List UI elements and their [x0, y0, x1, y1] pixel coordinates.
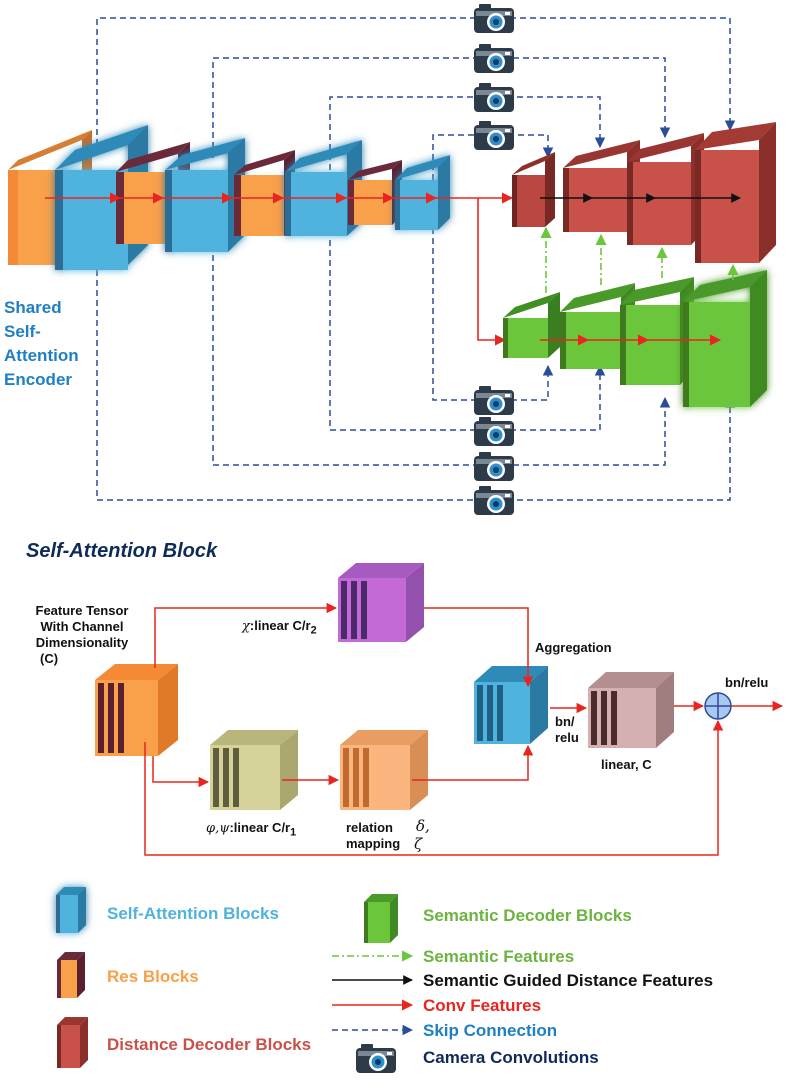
conv-feature-arrows-encoder	[45, 192, 514, 346]
camera-icon	[474, 4, 514, 33]
chi-linear-block	[338, 563, 424, 642]
distance-decoder-block	[512, 152, 555, 227]
self-attention-block	[395, 155, 450, 230]
input-tensor-block	[95, 664, 178, 756]
input-label-line: Feature Tensor	[35, 603, 129, 618]
input-label-line: Dimensionality	[35, 635, 129, 650]
bn-relu-out-label: bn/relu	[725, 675, 769, 690]
legend-skip-connection-label: Skip Connection	[423, 1021, 558, 1040]
relation-line: mapping	[346, 836, 401, 851]
skip-connections-bottom	[96, 228, 736, 501]
legend	[56, 887, 414, 1073]
camera-icon	[474, 386, 514, 415]
encoder	[8, 125, 450, 270]
encoder-label-line: Shared	[4, 298, 62, 317]
encoder-label-line: Attention	[4, 346, 79, 365]
semantic-decoder-block	[620, 277, 694, 385]
chi-linear-label: χ:linear C/r2	[242, 618, 317, 639]
bn-relu-mid-label: bn/ relu	[555, 714, 579, 746]
input-label-line: With Channel	[40, 619, 124, 634]
legend-semantic-decoder-label: Semantic Decoder Blocks	[423, 906, 632, 925]
encoder-label-line: Self-	[4, 322, 41, 341]
legend-distance-decoder-swatch	[57, 1017, 88, 1068]
chi-subscript: 2	[310, 624, 317, 637]
linear-c-label: linear, C	[601, 757, 652, 772]
relation-line: relation	[346, 820, 393, 835]
self-attention-detail	[95, 563, 784, 856]
legend-self-attention-swatch	[56, 887, 86, 933]
relation-mapping-label: relation mapping	[346, 820, 400, 852]
encoder-label-line: Encoder	[4, 370, 73, 389]
circled-plus-icon	[704, 692, 732, 720]
legend-res-swatch	[57, 952, 85, 998]
semantic-decoder-block	[503, 292, 560, 358]
semantic-decoder-block	[683, 270, 767, 407]
legend-semantic-features-label: Semantic Features	[423, 947, 575, 966]
encoder-label: Shared Self- Attention Encoder	[4, 296, 114, 392]
semantic-decoder	[503, 226, 767, 407]
relation-mapping-block	[340, 730, 428, 810]
chi-symbol: χ	[242, 619, 250, 634]
zeta-symbol: ζ	[414, 835, 423, 853]
legend-res-label: Res Blocks	[107, 967, 199, 986]
legend-camera-label: Camera Convolutions	[423, 1048, 599, 1067]
phi-psi-subscript: 1	[290, 826, 297, 839]
camera-icon	[474, 417, 514, 446]
phi-psi-linear-block	[210, 730, 298, 810]
chi-text: :linear C/r	[249, 618, 311, 633]
self-attention-block	[165, 138, 245, 252]
legend-semantic-guided-label: Semantic Guided Distance Features	[423, 971, 714, 990]
legend-semantic-decoder-swatch	[364, 894, 398, 943]
distance-decoder-block	[695, 122, 776, 263]
bn-relu-line: bn/	[555, 714, 575, 729]
camera-icon	[474, 44, 514, 73]
linear-c-block	[588, 672, 674, 748]
bn-relu-line: relu	[555, 730, 579, 745]
legend-distance-decoder-label: Distance Decoder Blocks	[107, 1035, 312, 1054]
distance-decoder	[512, 122, 776, 263]
camera-icon	[356, 1044, 396, 1073]
phi-psi-linear-label: φ,ψ:linear C/r1	[206, 820, 296, 841]
camera-icon	[474, 83, 514, 112]
self-attention-block-title: Self-Attention Block	[26, 540, 218, 562]
legend-self-attention-label: Self-Attention Blocks	[107, 904, 279, 923]
delta-symbol: δ,	[416, 817, 430, 835]
legend-conv-features-label: Conv Features	[423, 996, 542, 1015]
camera-icon	[474, 486, 514, 515]
phi-psi-symbol: φ,ψ	[206, 821, 230, 836]
camera-icon	[474, 452, 514, 481]
camera-icon	[474, 121, 514, 150]
phi-psi-text: :linear C/r	[229, 820, 291, 835]
aggregation-block	[474, 666, 548, 744]
aggregation-label: Aggregation	[535, 640, 612, 655]
input-tensor-label: Feature Tensor With Channel Dimensionali…	[18, 603, 146, 667]
input-label-line: (C)	[40, 651, 59, 666]
